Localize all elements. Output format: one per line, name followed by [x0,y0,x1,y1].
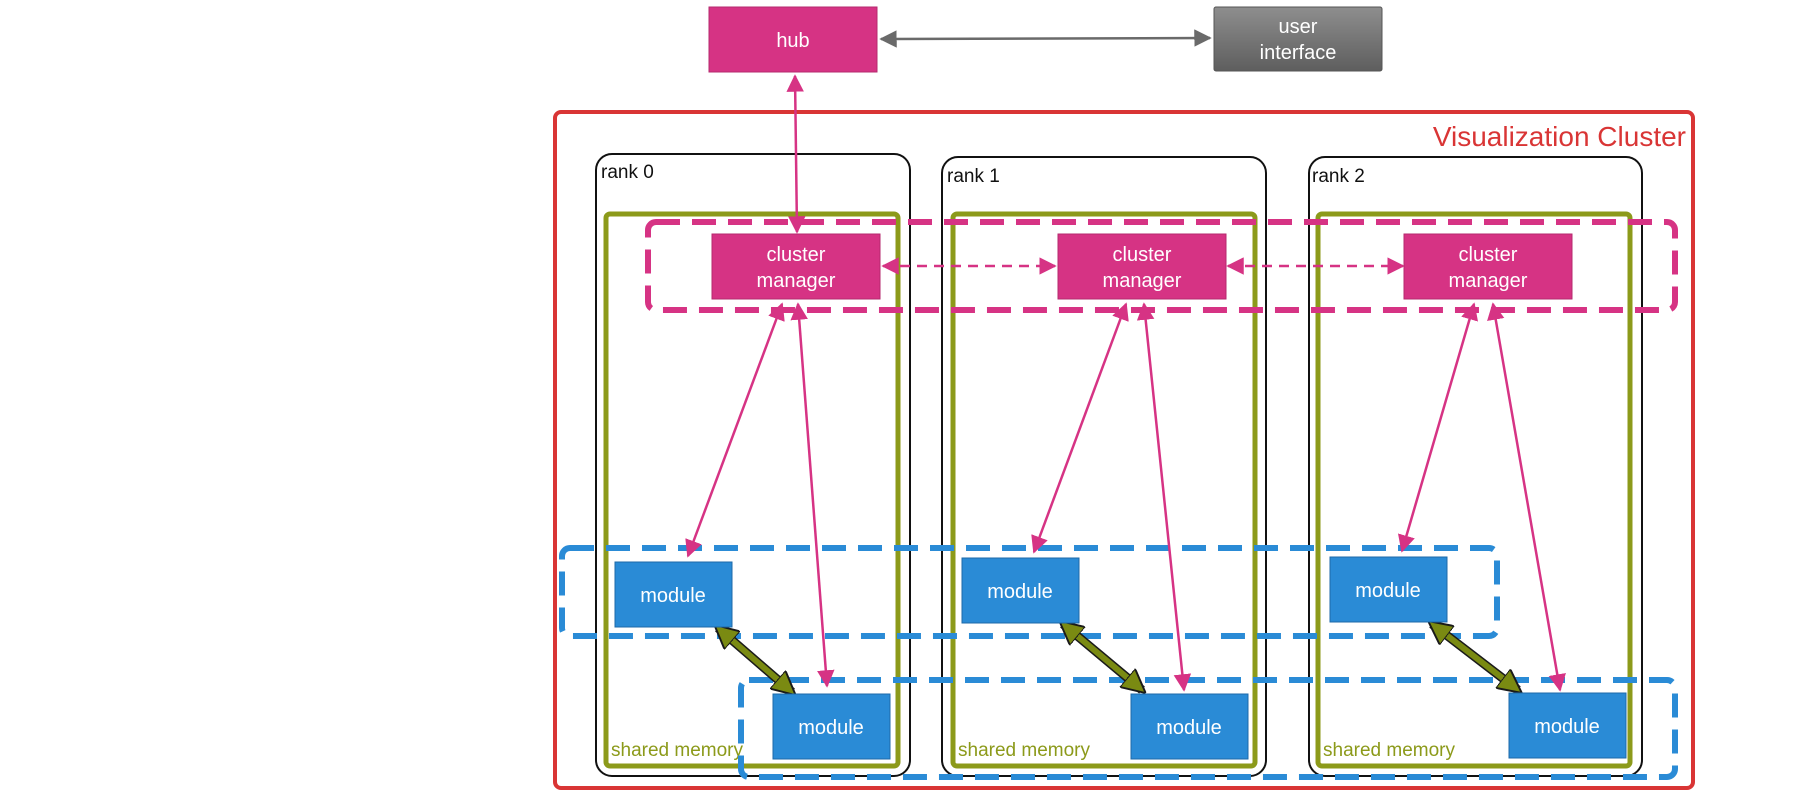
cluster-manager-node: cluster manager [711,233,881,300]
module-node: module [772,693,891,760]
cluster-manager-node: cluster manager [1403,233,1573,300]
rank-label: rank 0 [601,162,654,183]
ui-label-line2: interface [1260,42,1337,64]
cluster-manager-label: cluster [1113,244,1172,266]
module-label: module [1156,717,1222,739]
hub-node: hub [708,6,878,73]
hub-label: hub [776,30,809,52]
module-label: module [640,585,706,607]
manager-module-link [1136,302,1192,692]
manager-module-link [1031,302,1129,554]
cluster-manager-group [645,219,1678,313]
module-label: module [1534,716,1600,738]
shared-memory-label: shared memory [958,740,1090,761]
manager-module-link [790,302,835,688]
rank-2: rank 2 shared memory [1308,156,1643,777]
cluster-manager-label: manager [1449,270,1528,292]
rank-0: rank 0 shared memory [595,153,911,777]
module-label: module [987,581,1053,603]
ui-label-line1: user [1279,16,1318,38]
module-node: module [1329,556,1448,623]
shared-memory-link [1063,624,1142,690]
rank-label: rank 1 [947,166,1000,187]
rank-label: rank 2 [1312,166,1365,187]
module-node: module [1508,692,1627,759]
cluster-manager-label: cluster [767,244,826,266]
cluster-title: Visualization Cluster [1433,121,1686,152]
cluster-manager-label: manager [757,270,836,292]
cluster-manager-label: manager [1103,270,1182,292]
shared-memory-box [603,211,901,769]
rank-box [595,153,911,777]
user-interface-node: user interface [1213,6,1383,72]
lower-module-group [738,677,1678,780]
manager-module-link [1487,302,1566,692]
rank-box [1308,156,1643,777]
shared-memory-box [950,211,1258,769]
module-label: module [1355,580,1421,602]
manager-module-link [1398,302,1478,553]
manager-module-link [685,302,785,558]
shared-memory-label: shared memory [1323,740,1455,761]
hub-manager-link [786,74,806,234]
module-node: module [961,557,1080,624]
module-label: module [798,717,864,739]
module-node: module [1130,693,1249,760]
cluster-boundary [553,110,1695,790]
module-node: module [614,561,733,628]
upper-module-group [559,545,1500,639]
cluster-manager-label: cluster [1459,244,1518,266]
shared-memory-link [1432,624,1518,690]
shared-memory-box [1315,211,1633,769]
shared-memory-label: shared memory [611,740,743,761]
hub-ui-link [879,29,1212,48]
shared-memory-link [718,628,792,692]
cluster-manager-node: cluster manager [1057,233,1227,300]
